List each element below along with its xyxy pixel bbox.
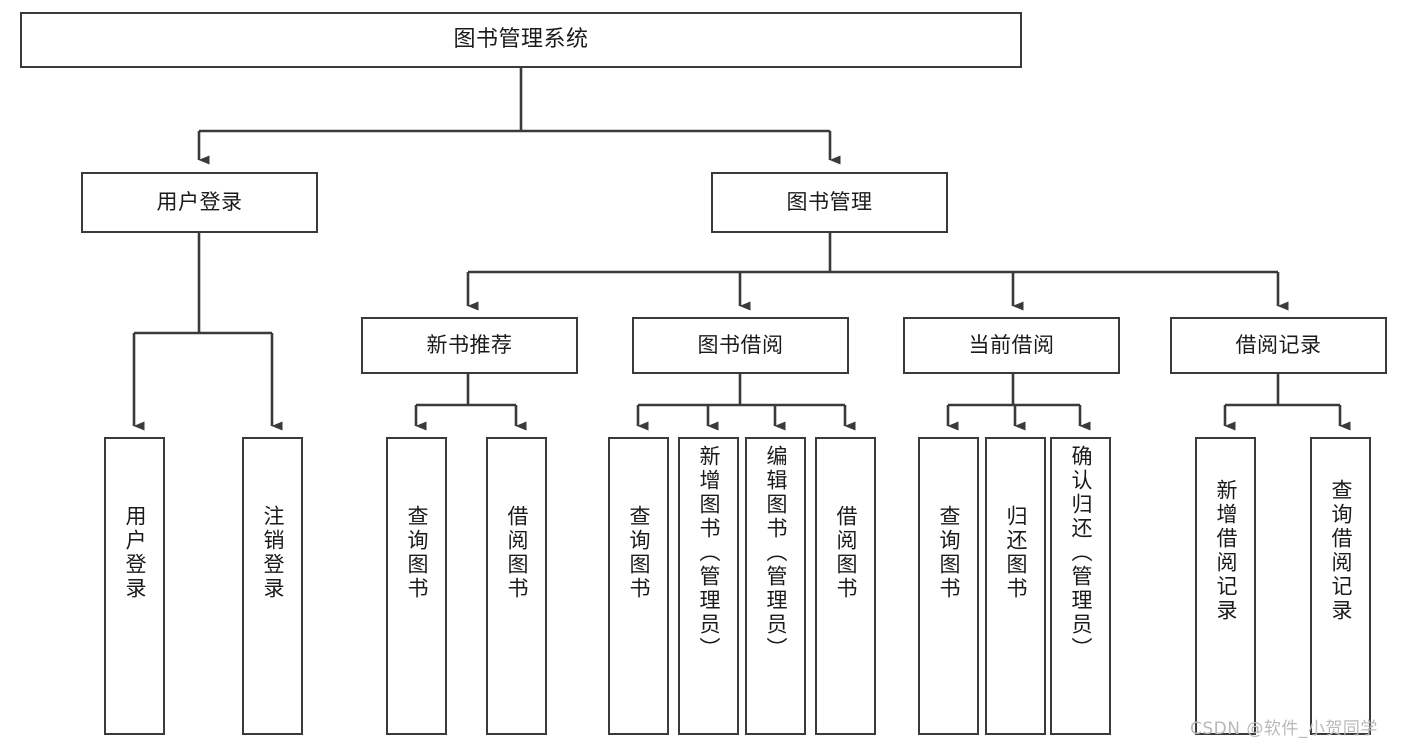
node-label: 借阅图书 <box>834 505 858 601</box>
node-current-borrow[interactable]: 当前借阅 <box>903 317 1120 374</box>
node-label: 编辑图书（管理员） <box>764 445 788 661</box>
leaf-confirm-return-admin[interactable]: 确认归还（管理员） <box>1050 437 1111 735</box>
leaf-borrow-book-new-recommend[interactable]: 借阅图书 <box>486 437 547 735</box>
node-label: 新增图书（管理员） <box>697 445 721 661</box>
leaf-return-book[interactable]: 归还图书 <box>985 437 1046 735</box>
node-label: 归还图书 <box>1004 505 1028 601</box>
node-label: 查询借阅记录 <box>1329 479 1353 623</box>
csdn-watermark: CSDN @软件_小贺同学 <box>1190 719 1378 739</box>
node-label: 注销登录 <box>261 505 285 601</box>
leaf-add-borrow-record[interactable]: 新增借阅记录 <box>1195 437 1256 735</box>
leaf-add-book-admin[interactable]: 新增图书（管理员） <box>678 437 739 735</box>
node-label: 借阅记录 <box>1235 333 1322 358</box>
node-label: 查询图书 <box>627 505 651 601</box>
leaf-edit-book-admin[interactable]: 编辑图书（管理员） <box>745 437 806 735</box>
node-label: 图书管理系统 <box>453 27 589 53</box>
node-label: 新书推荐 <box>426 333 513 358</box>
node-user-login[interactable]: 用户登录 <box>81 172 318 233</box>
node-new-book-recommend[interactable]: 新书推荐 <box>361 317 578 374</box>
node-label: 查询图书 <box>405 505 429 601</box>
node-borrow-record[interactable]: 借阅记录 <box>1170 317 1387 374</box>
node-label: 新增借阅记录 <box>1214 479 1238 623</box>
node-label: 图书借阅 <box>697 333 784 358</box>
node-label: 用户登录 <box>156 190 243 215</box>
node-book-borrow[interactable]: 图书借阅 <box>632 317 849 374</box>
node-label: 图书管理 <box>786 190 873 215</box>
node-label: 查询图书 <box>937 505 961 601</box>
node-label: 确认归还（管理员） <box>1069 445 1093 661</box>
leaf-user-login[interactable]: 用户登录 <box>104 437 165 735</box>
node-label: 当前借阅 <box>968 333 1055 358</box>
node-book-management[interactable]: 图书管理 <box>711 172 948 233</box>
leaf-query-book-current[interactable]: 查询图书 <box>918 437 979 735</box>
leaf-query-book-borrow[interactable]: 查询图书 <box>608 437 669 735</box>
leaf-user-logout[interactable]: 注销登录 <box>242 437 303 735</box>
leaf-borrow-book-borrow[interactable]: 借阅图书 <box>815 437 876 735</box>
node-label: 借阅图书 <box>505 505 529 601</box>
node-label: 用户登录 <box>123 505 147 601</box>
leaf-query-book-new-recommend[interactable]: 查询图书 <box>386 437 447 735</box>
node-root-book-management-system[interactable]: 图书管理系统 <box>20 12 1022 68</box>
leaf-query-borrow-record[interactable]: 查询借阅记录 <box>1310 437 1371 735</box>
